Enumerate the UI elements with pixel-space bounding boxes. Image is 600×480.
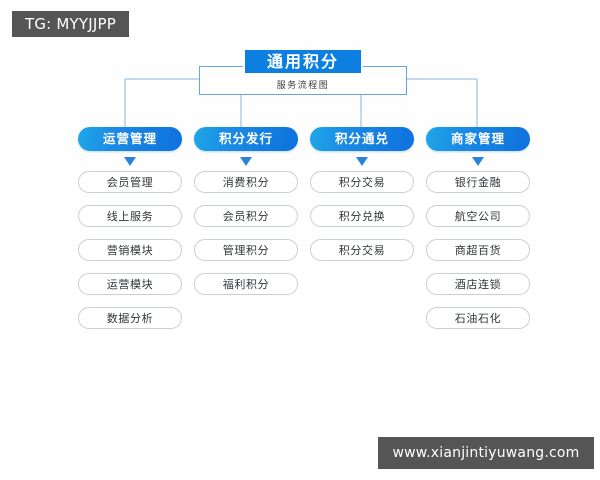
category-button-operations-management[interactable]: 运营管理 xyxy=(78,127,182,151)
list-item-label: 会员管理 xyxy=(106,175,154,189)
arrow-down-icon xyxy=(356,157,368,166)
list-item-label: 消费积分 xyxy=(222,175,270,189)
diagram-title: 通用积分 xyxy=(266,51,339,71)
list-item[interactable]: 管理积分 xyxy=(194,239,298,261)
list-item-label: 积分兑换 xyxy=(338,209,386,223)
list-item[interactable]: 酒店连锁 xyxy=(426,273,530,295)
list-item-label: 营销模块 xyxy=(106,243,154,257)
list-item-label: 商超百货 xyxy=(454,243,502,257)
branch-column-operations-management: 运营管理 会员管理 线上服务 营销模块 运营模块 数据分析 xyxy=(73,127,187,341)
watermark-url: www.xianjintiyuwang.com xyxy=(378,437,594,469)
diagram-title-box: 通用积分 xyxy=(243,48,363,75)
list-item-label: 线上服务 xyxy=(106,209,154,223)
list-item[interactable]: 会员管理 xyxy=(78,171,182,193)
list-item-label: 酒店连锁 xyxy=(454,277,502,291)
list-item-label: 数据分析 xyxy=(106,311,154,325)
list-item[interactable]: 福利积分 xyxy=(194,273,298,295)
list-item[interactable]: 积分交易 xyxy=(310,171,414,193)
category-label: 运营管理 xyxy=(102,130,157,146)
list-item-label: 管理积分 xyxy=(222,243,270,257)
category-button-points-issuance[interactable]: 积分发行 xyxy=(194,127,298,151)
list-item-label: 积分交易 xyxy=(338,175,386,189)
list-item[interactable]: 积分兑换 xyxy=(310,205,414,227)
category-button-merchant-management[interactable]: 商家管理 xyxy=(426,127,530,151)
category-label: 积分发行 xyxy=(218,130,273,146)
list-item-label: 运营模块 xyxy=(106,277,154,291)
diagram-subtitle: 服务流程图 xyxy=(276,81,330,91)
branch-column-points-exchange: 积分通兑 积分交易 积分兑换 积分交易 xyxy=(305,127,419,273)
diagram-subtitle-box: 服务流程图 xyxy=(199,66,407,95)
list-item[interactable]: 数据分析 xyxy=(78,307,182,329)
arrow-down-icon xyxy=(472,157,484,166)
arrow-down-icon xyxy=(240,157,252,166)
list-item[interactable]: 运营模块 xyxy=(78,273,182,295)
list-item-label: 会员积分 xyxy=(222,209,270,223)
category-label: 积分通兑 xyxy=(334,130,389,146)
list-item-label: 积分交易 xyxy=(338,243,386,257)
branch-column-merchant-management: 商家管理 银行金融 航空公司 商超百货 酒店连锁 石油石化 xyxy=(421,127,535,341)
list-item[interactable]: 营销模块 xyxy=(78,239,182,261)
list-item[interactable]: 石油石化 xyxy=(426,307,530,329)
category-label: 商家管理 xyxy=(450,130,505,146)
list-item[interactable]: 线上服务 xyxy=(78,205,182,227)
list-item[interactable]: 商超百货 xyxy=(426,239,530,261)
list-item[interactable]: 银行金融 xyxy=(426,171,530,193)
list-item-label: 航空公司 xyxy=(454,209,502,223)
list-item-label: 福利积分 xyxy=(222,277,270,291)
list-item-label: 石油石化 xyxy=(454,311,502,325)
branch-column-points-issuance: 积分发行 消费积分 会员积分 管理积分 福利积分 xyxy=(189,127,303,307)
list-item[interactable]: 航空公司 xyxy=(426,205,530,227)
arrow-down-icon xyxy=(124,157,136,166)
watermark-tg: TG: MYYJJPP xyxy=(12,11,130,37)
list-item[interactable]: 会员积分 xyxy=(194,205,298,227)
list-item[interactable]: 消费积分 xyxy=(194,171,298,193)
list-item-label: 银行金融 xyxy=(454,175,502,189)
category-button-points-exchange[interactable]: 积分通兑 xyxy=(310,127,414,151)
list-item[interactable]: 积分交易 xyxy=(310,239,414,261)
